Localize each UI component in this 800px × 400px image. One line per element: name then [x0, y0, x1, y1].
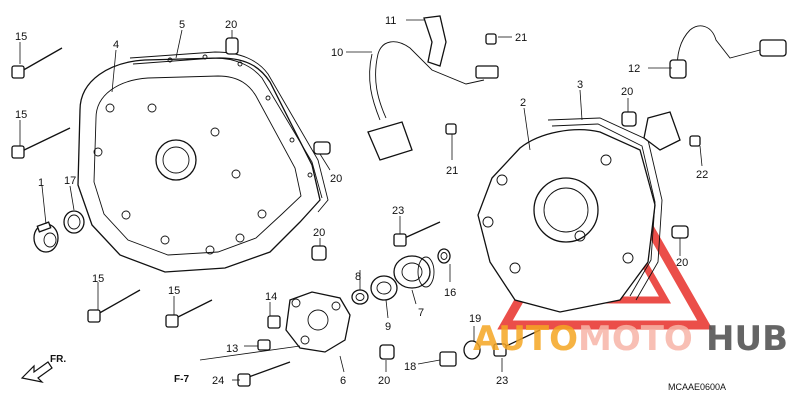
front-direction-arrow-icon: FR.	[20, 354, 66, 383]
callout-20-b: 20	[330, 173, 342, 185]
callout-15-b: 15	[15, 109, 27, 121]
sensor-part-10	[367, 41, 499, 161]
callout-12: 12	[628, 63, 640, 75]
collar-part-16	[437, 248, 451, 264]
callout-23-b: 23	[496, 375, 508, 387]
gasket-part-5	[129, 51, 329, 213]
callout-11: 11	[385, 15, 396, 27]
callout-1: 1	[38, 177, 44, 189]
callout-15-a: 15	[15, 31, 27, 43]
filler-cap-part-1	[33, 221, 59, 253]
callout-18: 18	[404, 361, 416, 373]
callout-22: 22	[696, 169, 708, 181]
callout-20-c: 20	[621, 86, 633, 98]
callout-20-e: 20	[676, 257, 688, 269]
callout-15-d: 15	[168, 285, 180, 297]
bolt-part-22	[689, 135, 701, 147]
callout-16: 16	[444, 287, 456, 299]
leader-lines	[19, 19, 703, 381]
small-parts-13-14-18-19	[257, 315, 481, 367]
callout-8: 8	[355, 271, 361, 283]
diagram-code: MCAAE0600A	[668, 382, 726, 392]
callout-13: 13	[226, 343, 238, 355]
bolt-part-15	[11, 47, 213, 328]
callout-21-b: 21	[446, 165, 458, 177]
bolt-part-23	[393, 221, 541, 357]
callout-24: 24	[212, 375, 224, 387]
callout-9: 9	[385, 321, 391, 333]
bolt-part-24	[237, 361, 291, 387]
callout-2: 2	[520, 97, 526, 109]
direction-label: FR.	[50, 354, 66, 365]
pump-body-part-6	[285, 291, 351, 353]
bearing-part-7	[393, 255, 435, 289]
callout-6: 6	[340, 375, 346, 387]
watermark-auto: AUTO	[473, 319, 578, 359]
watermark-moto: MOTO	[578, 319, 693, 359]
o-ring-part-8	[351, 289, 369, 305]
callout-23-a: 23	[392, 205, 404, 217]
watermark-hub: HUB	[706, 319, 788, 359]
callout-10: 10	[331, 47, 343, 59]
callout-numbers: 15 4 5 20 11 10 21 21 20 15 1 17 2 3 20 …	[15, 15, 708, 387]
callout-7: 7	[418, 307, 424, 319]
callout-3: 3	[577, 79, 583, 91]
section-reference: F-7	[174, 374, 189, 385]
o-ring-part-17	[63, 210, 85, 234]
callout-21-a: 21	[515, 32, 527, 44]
callout-20-a: 20	[225, 19, 237, 31]
speed-sensor-part-12	[643, 25, 787, 151]
callout-14: 14	[265, 291, 277, 303]
bolt-part-21	[445, 33, 497, 135]
callout-5: 5	[179, 19, 185, 31]
callout-19: 19	[469, 313, 481, 325]
callout-20-d: 20	[313, 227, 325, 239]
watermark-logo: AUTO MOTO HUB	[473, 319, 788, 359]
housing-part-2	[477, 129, 656, 313]
callout-17: 17	[64, 175, 76, 187]
bracket-part-11	[423, 15, 447, 67]
callout-4: 4	[113, 39, 119, 51]
callout-20-f: 20	[378, 375, 390, 387]
housing-gasket-part-3	[547, 117, 663, 301]
callout-15-c: 15	[92, 273, 104, 285]
outer-cover-part-4	[77, 57, 321, 273]
seal-part-9	[370, 275, 398, 301]
